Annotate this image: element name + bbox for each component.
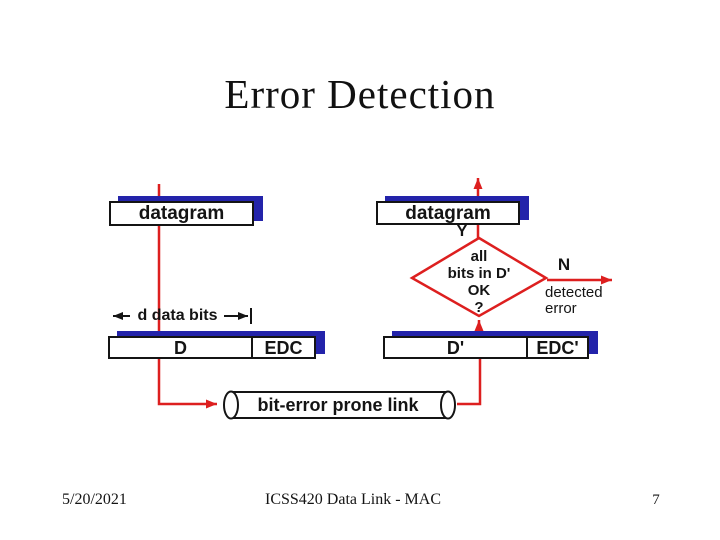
receiver-d-label: D' bbox=[446, 337, 465, 358]
footer-date: 5/20/2021 bbox=[62, 491, 127, 508]
receiver-datagram-box: datagram bbox=[376, 201, 520, 225]
sender-d-edc-box: D EDC bbox=[108, 336, 316, 359]
decision-line-2: bits in D' bbox=[447, 265, 511, 282]
d-data-bits-label: d data bits bbox=[137, 307, 218, 324]
detected-error-label: detected error bbox=[545, 285, 625, 316]
sender-edc-cell: EDC bbox=[253, 338, 314, 357]
sender-datagram-label: datagram bbox=[138, 203, 225, 224]
receiver-edc-label: EDC' bbox=[536, 337, 579, 358]
receiver-edc-cell: EDC' bbox=[528, 338, 587, 357]
receiver-d-cell: D' bbox=[385, 338, 528, 357]
detected-error-line-1: detected bbox=[545, 284, 603, 301]
sender-d-cell: D bbox=[110, 338, 253, 357]
link-to-receiver-line bbox=[457, 359, 482, 406]
decision-diamond-text: all bits in D' OK ? bbox=[409, 248, 549, 316]
footer-page-number: 7 bbox=[652, 492, 660, 508]
decision-line-1: all bbox=[470, 248, 488, 265]
receiver-d-edc-box: D' EDC' bbox=[383, 336, 589, 359]
sender-flow-arrow bbox=[157, 184, 217, 409]
link-cylinder-right-cap bbox=[440, 390, 456, 420]
sender-d-label: D bbox=[174, 337, 187, 358]
link-cylinder-left-cap bbox=[223, 390, 239, 420]
link-cylinder-body bbox=[231, 392, 448, 418]
decision-diamond bbox=[409, 236, 549, 318]
link-label: bit-error prone link bbox=[257, 395, 419, 415]
decision-line-4: ? bbox=[474, 299, 484, 316]
slide-title: Error Detection bbox=[224, 71, 496, 117]
sender-datagram-box: datagram bbox=[109, 201, 254, 226]
yes-branch-label: Y bbox=[456, 223, 468, 240]
footer-course: ICSS420 Data Link - MAC bbox=[265, 491, 441, 508]
detected-error-line-2: error bbox=[545, 299, 577, 317]
receiver-datagram-label: datagram bbox=[405, 202, 491, 224]
decision-line-3: OK bbox=[467, 282, 491, 299]
no-branch-label: N bbox=[557, 255, 571, 274]
sender-edc-label: EDC bbox=[264, 337, 303, 358]
